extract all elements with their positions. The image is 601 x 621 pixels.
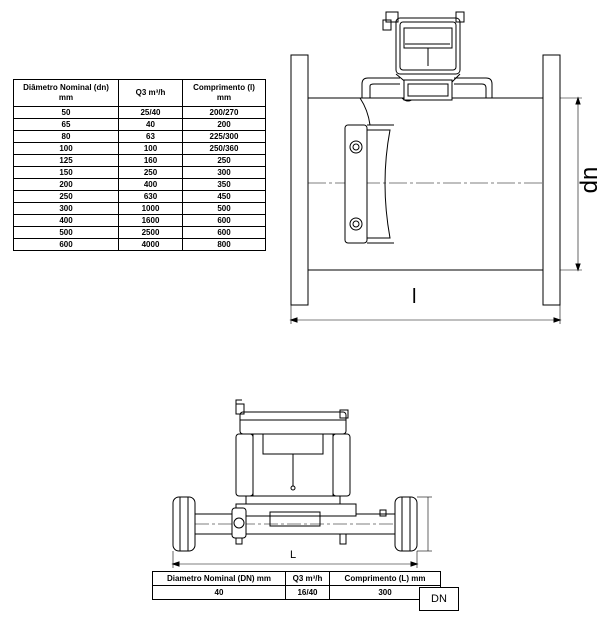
table-cell: 500	[13, 226, 119, 239]
bottom-spec-table: Diametro Nominal (DN) mm Q3 m³/h Comprim…	[152, 571, 441, 600]
table-cell: 450	[182, 190, 266, 203]
table-row: 40 16/40 300	[152, 585, 441, 600]
table-cell: 1000	[118, 202, 183, 215]
table-cell: 4000	[118, 238, 183, 251]
table-cell: 300	[182, 166, 266, 179]
bottom-cell-length: 300	[329, 585, 441, 600]
dimension-label-L: L	[290, 549, 297, 561]
table-cell: 63	[118, 130, 183, 143]
table-cell: 600	[13, 238, 119, 251]
table-cell: 300	[13, 202, 119, 215]
table-cell: 350	[182, 178, 266, 191]
top-spec-table: Diâmetro Nominal (dn) mm Q3 m³/h Comprim…	[13, 79, 266, 251]
table-cell: 25/40	[118, 106, 183, 119]
dimension-label-DN: DN	[419, 587, 459, 611]
top-meter-drawing	[289, 11, 582, 324]
bottom-header-length: Comprimento (L) mm	[329, 571, 441, 586]
bottom-meter-drawing	[171, 399, 432, 568]
bottom-table-header-row: Diametro Nominal (DN) mm Q3 m³/h Comprim…	[152, 571, 441, 586]
table-cell: 1600	[118, 214, 183, 227]
table-cell: 400	[118, 178, 183, 191]
table-cell: 100	[118, 142, 183, 155]
bottom-cell-q3: 16/40	[285, 585, 330, 600]
header-q3: Q3 m³/h	[118, 79, 183, 107]
table-cell: 500	[182, 202, 266, 215]
table-cell: 225/300	[182, 130, 266, 143]
bottom-header-nominal-diameter: Diametro Nominal (DN) mm	[152, 571, 286, 586]
table-cell: 600	[182, 226, 266, 239]
header-nominal-diameter: Diâmetro Nominal (dn) mm	[13, 79, 119, 107]
bottom-header-q3: Q3 m³/h	[285, 571, 330, 586]
table-cell: 800	[182, 238, 266, 251]
table-cell: 250	[182, 154, 266, 167]
table-cell: 2500	[118, 226, 183, 239]
table-cell: 200/270	[182, 106, 266, 119]
header-length: Comprimento (l) mm	[182, 79, 266, 107]
table-cell: 150	[13, 166, 119, 179]
table-cell: 200	[13, 178, 119, 191]
table-cell: 250	[118, 166, 183, 179]
table-cell: 250	[13, 190, 119, 203]
table-cell: 400	[13, 214, 119, 227]
table-cell: 125	[13, 154, 119, 167]
dimension-label-dn: dn	[576, 166, 601, 194]
table-cell: 160	[118, 154, 183, 167]
table-cell: 65	[13, 118, 119, 131]
table-cell: 600	[182, 214, 266, 227]
table-cell: 250/360	[182, 142, 266, 155]
table-cell: 100	[13, 142, 119, 155]
bottom-cell-diameter: 40	[152, 585, 286, 600]
table-cell: 630	[118, 190, 183, 203]
table-cell: 80	[13, 130, 119, 143]
table-cell: 40	[118, 118, 183, 131]
dimension-label-l: l	[412, 286, 417, 308]
table-cell: 200	[182, 118, 266, 131]
table-cell: 50	[13, 106, 119, 119]
top-table-header-row: Diâmetro Nominal (dn) mm Q3 m³/h Comprim…	[13, 79, 266, 107]
